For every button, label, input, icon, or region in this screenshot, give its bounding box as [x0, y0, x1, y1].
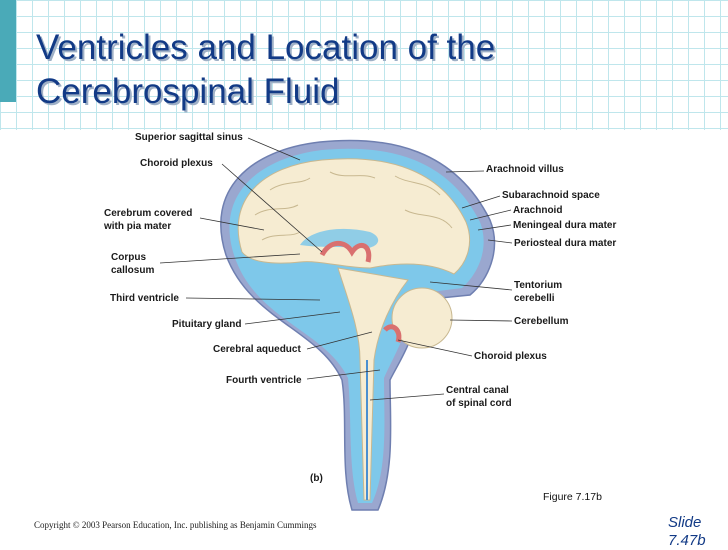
header-grid-background: [0, 0, 728, 130]
label-tentorium-line2: cerebelli: [514, 293, 555, 304]
leader-lines: [159, 137, 513, 401]
choroid-plexus-upper: [319, 240, 372, 263]
slide-title: Ventricles and Location of the Cerebrosp…: [36, 26, 495, 114]
label-cerebral-aqueduct: Cerebral aqueduct: [213, 344, 301, 355]
accent-bar: [0, 0, 16, 102]
slide-number: Slide 7.47b: [668, 514, 706, 550]
label-cerebrum-line1: Cerebrum covered: [104, 208, 192, 219]
label-choroid-plexus-left: Choroid plexus: [140, 158, 213, 169]
figure-caption: Figure 7.17b: [543, 491, 602, 503]
label-fourth-ventricle: Fourth ventricle: [226, 375, 302, 386]
cerebrum-gyri: [254, 171, 453, 241]
copyright-notice: Copyright © 2003 Pearson Education, Inc.…: [34, 520, 317, 530]
panel-label: (b): [310, 473, 323, 484]
label-choroid-plexus-right: Choroid plexus: [474, 351, 547, 362]
label-pituitary-gland: Pituitary gland: [172, 319, 241, 330]
label-meningeal-dura-mater: Meningeal dura mater: [513, 220, 616, 231]
label-arachnoid-villus: Arachnoid villus: [486, 164, 564, 175]
label-periosteal-dura-mater: Periosteal dura mater: [514, 238, 616, 249]
label-central-canal-line2: of spinal cord: [446, 398, 512, 409]
label-corpus-line2: callosum: [111, 265, 154, 276]
label-arachnoid: Arachnoid: [513, 205, 562, 216]
label-superior-sagittal-sinus: Superior sagittal sinus: [135, 132, 243, 143]
label-cerebrum-line2: with pia mater: [103, 221, 171, 232]
choroid-plexus-lower: [383, 324, 402, 343]
slide-number-value: 7.47b: [668, 532, 706, 549]
label-cerebellum: Cerebellum: [514, 316, 569, 327]
cerebrum: [237, 158, 470, 275]
cerebellum: [391, 287, 453, 349]
slide-title-line2: Cerebrospinal Fluid: [36, 72, 340, 111]
slide-number-label: Slide: [668, 514, 702, 531]
label-third-ventricle: Third ventricle: [110, 293, 179, 304]
label-central-canal-line1: Central canal: [446, 385, 509, 396]
label-tentorium-line1: Tentorium: [514, 280, 562, 291]
slide-title-line1: Ventricles and Location of the: [36, 28, 496, 67]
label-corpus-line1: Corpus: [111, 252, 146, 263]
label-subarachnoid-space: Subarachnoid space: [502, 190, 600, 201]
brainstem-spinal-cord: [337, 267, 409, 501]
